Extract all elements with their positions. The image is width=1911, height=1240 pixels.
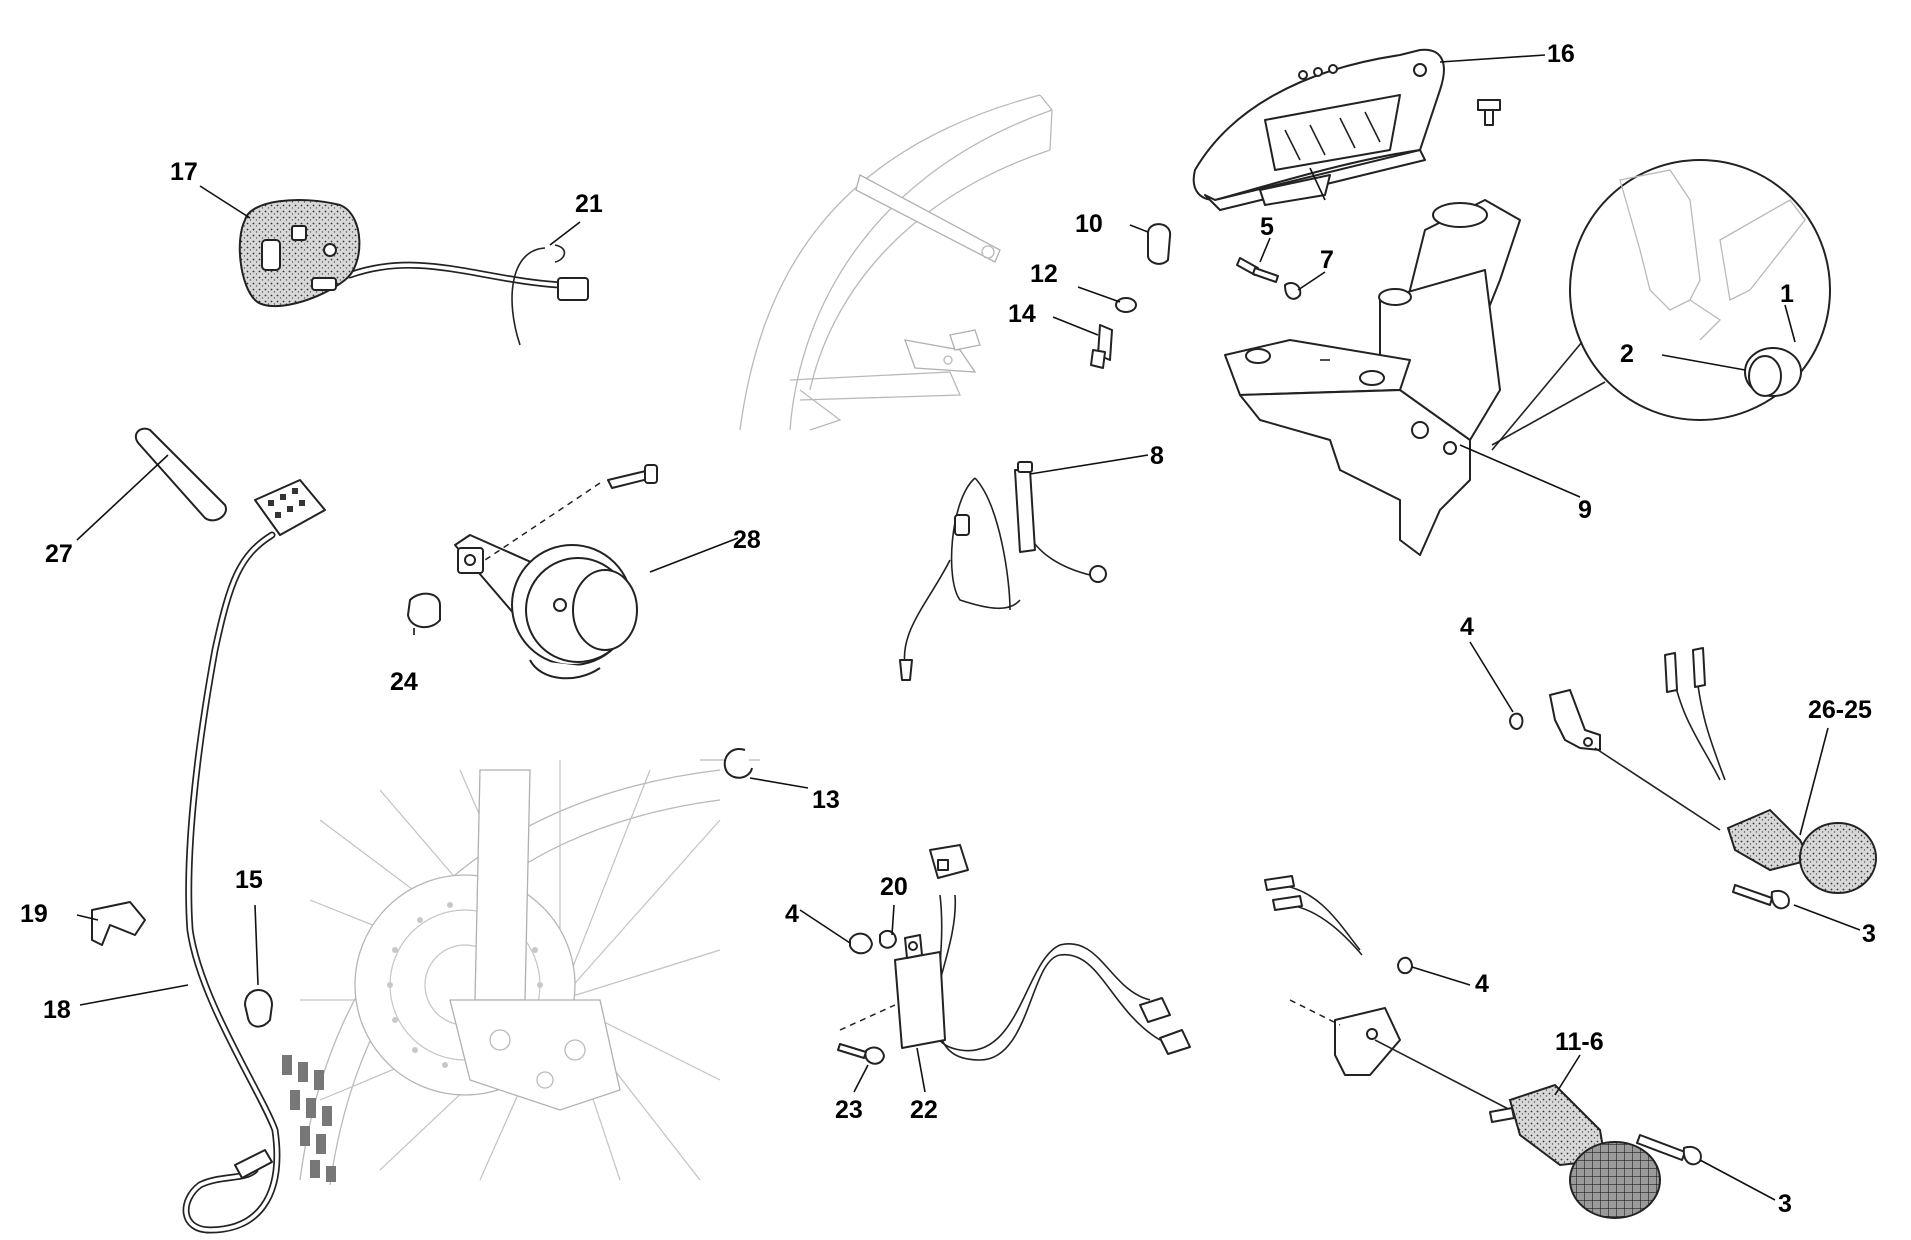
headlight-bracket-icon (1224, 199, 1521, 556)
callout-3-left-signal: 3 (1778, 1190, 1792, 1218)
circlip-icon (723, 748, 753, 779)
callout-17: 17 (170, 158, 198, 186)
callout-26-25: 26-25 (1808, 696, 1872, 724)
callout-23: 23 (835, 1096, 863, 1124)
callout-24: 24 (390, 668, 418, 696)
callout-15: 15 (235, 866, 263, 894)
detail-magnifier (1491, 159, 1831, 451)
turn-signal-icon (1509, 647, 1877, 910)
regulator-icon (837, 844, 1191, 1065)
callout-8: 8 (1150, 442, 1164, 470)
callout-4-regulator: 4 (785, 900, 799, 928)
callout-11-6: 11-6 (1555, 1028, 1604, 1056)
callout-22: 22 (910, 1096, 938, 1124)
callout-28: 28 (733, 526, 761, 554)
callout-27: 27 (45, 540, 73, 568)
callout-9: 9 (1578, 496, 1592, 524)
callout-2: 2 (1620, 340, 1634, 368)
callout-12: 12 (1030, 260, 1058, 288)
callout-labels: 16 17 21 1 2 10 12 14 5 7 8 9 28 24 27 1… (20, 40, 1876, 1218)
callout-4-right-signal: 4 (1460, 613, 1474, 641)
front-wheel-ghost (282, 759, 760, 1186)
callout-19: 19 (20, 900, 48, 928)
instrument-cluster-icon (1192, 48, 1501, 211)
callout-13: 13 (812, 786, 840, 814)
callout-21: 21 (575, 190, 603, 218)
callout-16: 16 (1547, 40, 1575, 68)
callout-20: 20 (880, 873, 908, 901)
front-fender-ghost (739, 94, 1053, 431)
horn-icon (407, 464, 658, 680)
callout-10: 10 (1075, 210, 1103, 238)
turn-signal-left-icon (1264, 875, 1702, 1219)
fuse-harness-icon (899, 461, 1107, 681)
leader-lines (76, 54, 1861, 1201)
callout-3-right-signal: 3 (1862, 920, 1876, 948)
callout-14: 14 (1008, 300, 1036, 328)
handlebar-switch-icon (238, 199, 589, 346)
callout-1: 1 (1780, 280, 1794, 308)
callout-4-left-signal: 4 (1475, 970, 1489, 998)
fasteners-group (1090, 223, 1302, 369)
callout-5: 5 (1260, 213, 1274, 241)
callout-7: 7 (1320, 246, 1334, 274)
speed-sensor-icon (91, 427, 326, 1234)
callout-18: 18 (43, 996, 71, 1024)
